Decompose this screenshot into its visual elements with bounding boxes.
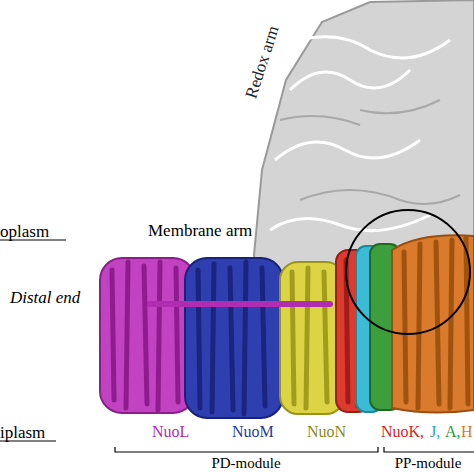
- underline: [0, 240, 66, 441]
- lateral-helix: [150, 301, 330, 307]
- highlight-circle: [346, 210, 470, 334]
- nuol-subunit: [100, 258, 195, 413]
- module-bracket: [115, 447, 378, 452]
- module-bracket: [384, 447, 474, 452]
- end-label: Distal end: [10, 289, 80, 306]
- module-label: PP-module: [395, 456, 462, 471]
- arm-label: Membrane arm: [148, 222, 252, 239]
- subunit-label: NuoN: [307, 424, 346, 440]
- nuon-subunit: [280, 262, 344, 414]
- module-label: PD-module: [211, 456, 280, 471]
- arm-label: Redox arm: [242, 24, 281, 101]
- nuom-subunit: [185, 258, 283, 418]
- subunit-label: NuoM: [232, 424, 274, 440]
- side-label: iplasm: [0, 424, 45, 441]
- subunit-label: NuoK,: [381, 424, 424, 440]
- helix-strokes: [404, 238, 468, 408]
- subunit-label: A,: [445, 424, 461, 440]
- helix-strokes: [198, 262, 265, 414]
- subunit-label: J,: [430, 424, 440, 440]
- subunit-label: NuoL: [152, 424, 189, 440]
- helix-strokes: [112, 262, 178, 410]
- subunit-label: H: [461, 424, 473, 440]
- helix-strokes: [292, 268, 327, 408]
- nuoh-subunit: [392, 235, 474, 412]
- redox-arm-texture: [280, 100, 460, 204]
- side-label: oplasm: [0, 223, 49, 240]
